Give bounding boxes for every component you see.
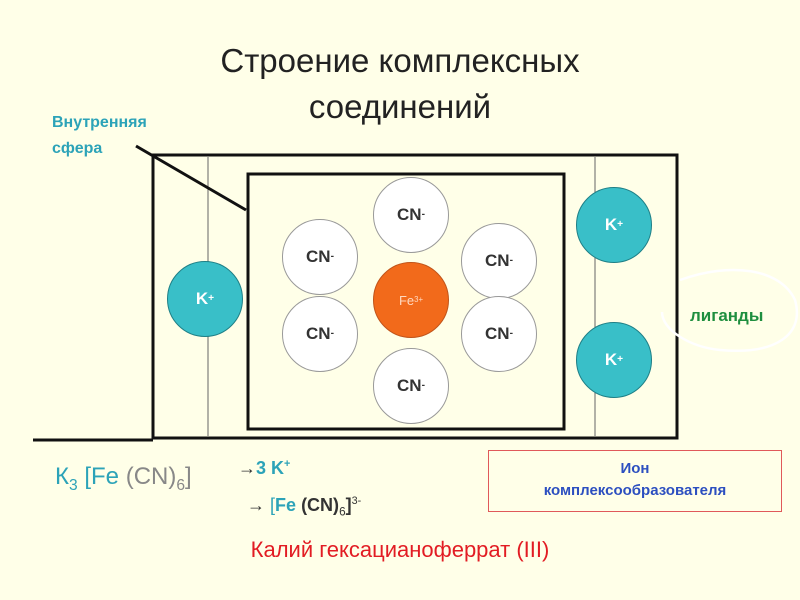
formula-potassium-subscript: 3: [68, 476, 78, 494]
complex-ion-cyanide-subscript: 6: [339, 505, 346, 519]
outer-ions-text: 3 K: [256, 458, 285, 478]
formula-potassium: К: [55, 463, 69, 490]
complex-ion-cyanide: (CN): [301, 495, 340, 515]
formula-close-bracket: ]: [185, 463, 192, 490]
dissociation-complex-ion: → [Fe (CN)6]3-: [247, 495, 362, 519]
dissociation-arrow-1: →: [238, 458, 256, 478]
formula-cyanide: (CN): [125, 463, 177, 490]
complex-ion-iron: Fe: [275, 495, 297, 515]
outer-ions-charge: +: [284, 458, 291, 470]
inner-sphere-pointer: [135, 144, 247, 212]
formula-cyanide-subscript: 6: [176, 476, 186, 494]
ligand-cn-upper-right: CN-: [461, 223, 537, 299]
complexing-ion-label-line-1: Ион: [620, 460, 650, 477]
ligand-cn-lower-right: CN-: [461, 296, 537, 372]
complexing-ion-label-line-2: комплексообразователя: [543, 482, 727, 499]
formula-open-bracket: [: [84, 463, 92, 490]
compound-name: Калий гексацианоферрат (III): [250, 537, 550, 562]
complexing-ion-label-box: Ион комплексообразователя: [488, 450, 782, 512]
formula-iron: Fe: [91, 463, 120, 490]
complex-formula: К3 [Fe (CN)6]: [55, 463, 192, 494]
title-line-2: соединений: [308, 88, 492, 125]
page-title: Строение комплексных соединений: [0, 38, 800, 130]
inner-sphere-label-line-2: сфера: [52, 140, 103, 157]
ligand-cn-lower-left: CN-: [282, 296, 358, 372]
inner-sphere-box: [246, 172, 566, 431]
complex-ion-close-bracket: ]: [345, 495, 352, 515]
complex-ion-charge: 3-: [351, 495, 362, 507]
complex-ion-open-bracket: [: [270, 495, 276, 515]
ligand-cn-bottom: CN-: [373, 348, 449, 424]
ligand-cn-top: CN-: [373, 177, 449, 253]
outer-ion-k-right-bottom: K+: [576, 322, 652, 398]
inner-sphere-label: Внутренняя сфера: [52, 110, 147, 162]
outer-ion-k-right-top: K+: [576, 187, 652, 263]
outer-ion-k-left: K+: [167, 261, 243, 337]
dissociation-outer-ions: →3 K+: [238, 458, 290, 479]
outer-sphere-box: [151, 153, 679, 440]
dissociation-arrow-2: →: [247, 495, 265, 515]
inner-sphere-label-line-1: Внутренняя: [52, 114, 147, 131]
ligands-outline: [660, 268, 798, 352]
ligands-label: лиганды: [690, 306, 764, 325]
ligand-cn-upper-left: CN-: [282, 219, 358, 295]
title-line-1: Строение комплексных: [220, 42, 580, 79]
